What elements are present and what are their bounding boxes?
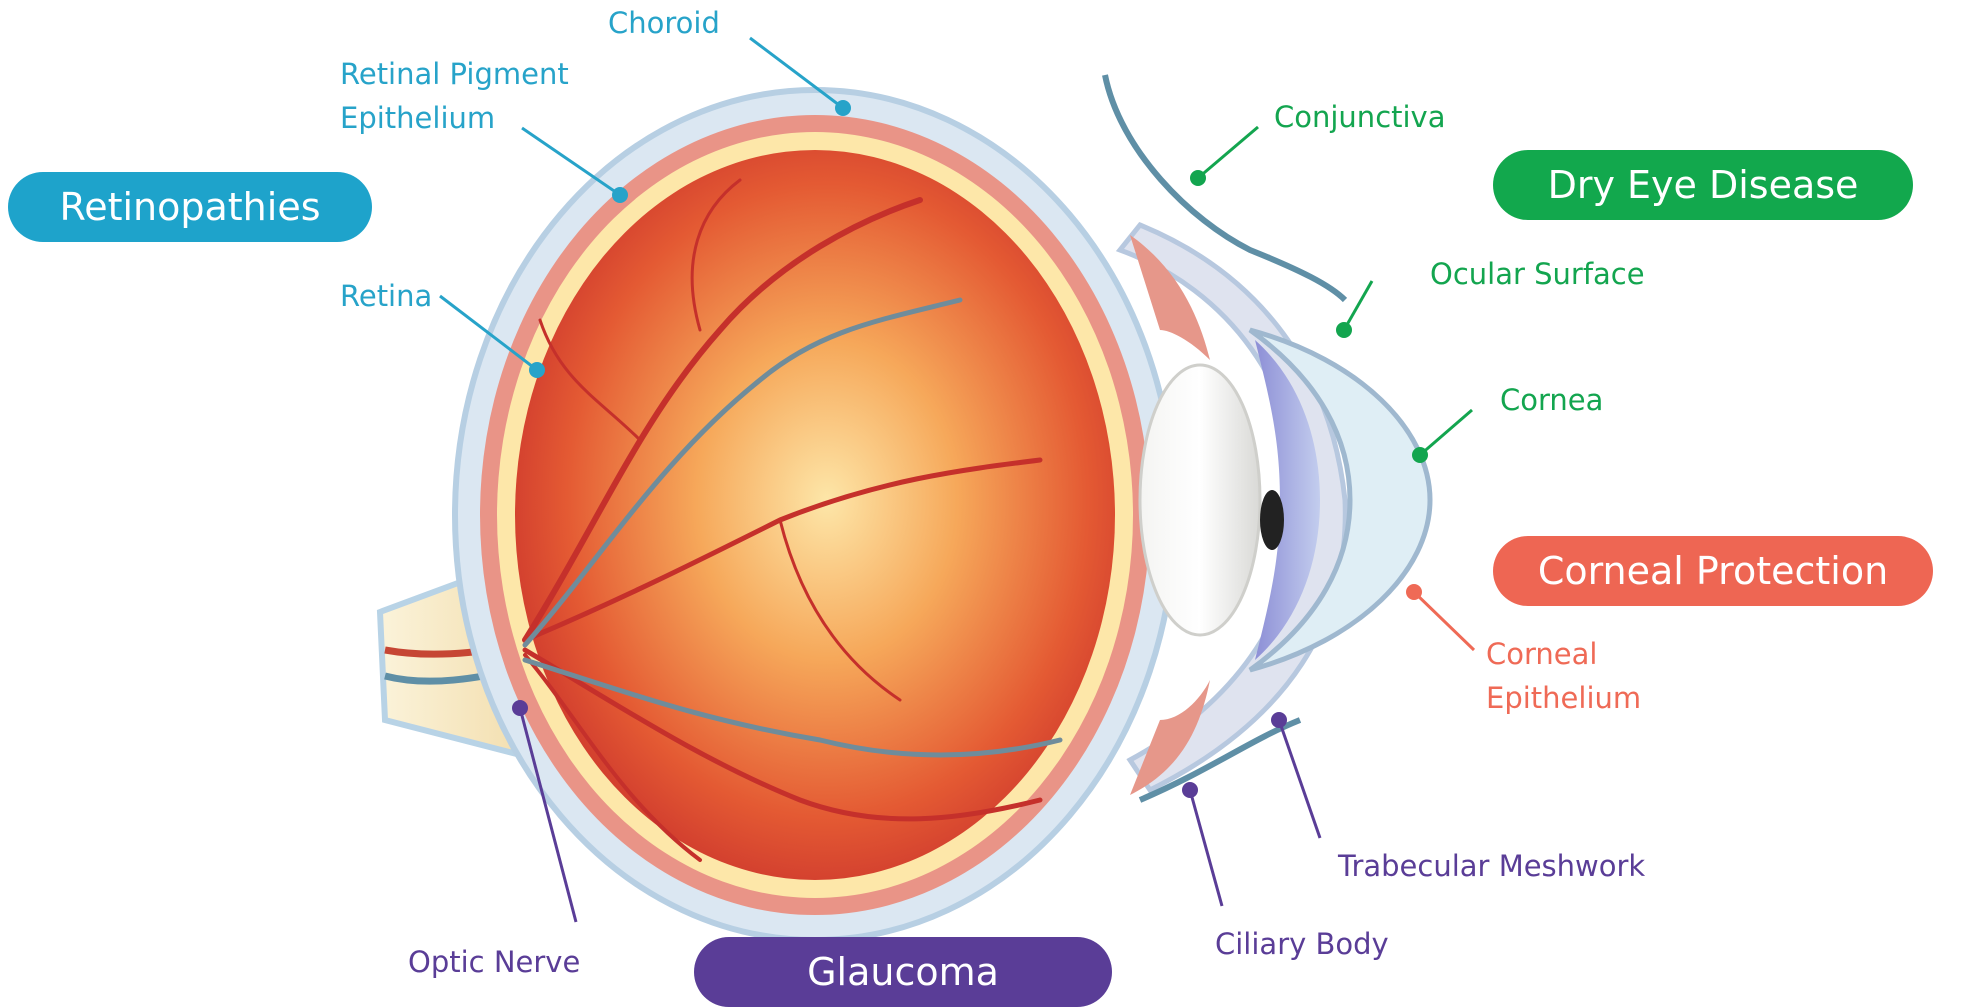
dot-conjunctiva	[1190, 170, 1206, 186]
leader-conjunctiva	[1198, 127, 1258, 178]
leader-ciliary	[1190, 790, 1222, 906]
label-rpe-line1: Retinal Pigment	[340, 52, 569, 96]
label-ocular-surface: Ocular Surface	[1430, 252, 1645, 296]
label-cornea: Cornea	[1500, 378, 1603, 422]
label-choroid: Choroid	[608, 1, 720, 45]
label-ciliary-body: Ciliary Body	[1215, 922, 1389, 966]
dot-optic-nerve	[512, 700, 528, 716]
label-optic-nerve: Optic Nerve	[408, 940, 580, 984]
category-dry-eye-disease: Dry Eye Disease	[1493, 150, 1913, 220]
category-dry-eye-disease-label: Dry Eye Disease	[1548, 163, 1859, 207]
category-glaucoma: Glaucoma	[694, 937, 1112, 1007]
leader-cornea	[1420, 410, 1472, 455]
leader-corneal-epithelium	[1414, 592, 1474, 650]
dot-rpe	[612, 187, 628, 203]
dot-choroid	[835, 100, 851, 116]
dot-trabecular	[1271, 712, 1287, 728]
label-corneal-epithelium-line2: Epithelium	[1486, 676, 1641, 720]
fundus-shape	[515, 150, 1115, 880]
leader-ocular-surface	[1344, 281, 1372, 330]
dot-corneal-epithelium	[1406, 584, 1422, 600]
dot-ciliary	[1182, 782, 1198, 798]
category-corneal-protection: Corneal Protection	[1493, 536, 1933, 606]
label-rpe-line2: Epithelium	[340, 96, 495, 140]
category-corneal-protection-label: Corneal Protection	[1538, 549, 1888, 593]
category-retinopathies-label: Retinopathies	[60, 185, 321, 229]
leader-rpe	[522, 128, 620, 195]
anterior-segment-shape	[1105, 75, 1430, 800]
label-trabecular-meshwork: Trabecular Meshwork	[1338, 844, 1645, 888]
leader-trabecular	[1279, 720, 1320, 838]
dot-retina	[529, 362, 545, 378]
dot-ocular-surface	[1336, 322, 1352, 338]
label-retina: Retina	[340, 274, 432, 318]
label-corneal-epithelium-line1: Corneal	[1486, 632, 1597, 676]
dot-cornea	[1412, 447, 1428, 463]
label-conjunctiva: Conjunctiva	[1274, 95, 1446, 139]
category-retinopathies: Retinopathies	[8, 172, 372, 242]
category-glaucoma-label: Glaucoma	[807, 950, 999, 994]
